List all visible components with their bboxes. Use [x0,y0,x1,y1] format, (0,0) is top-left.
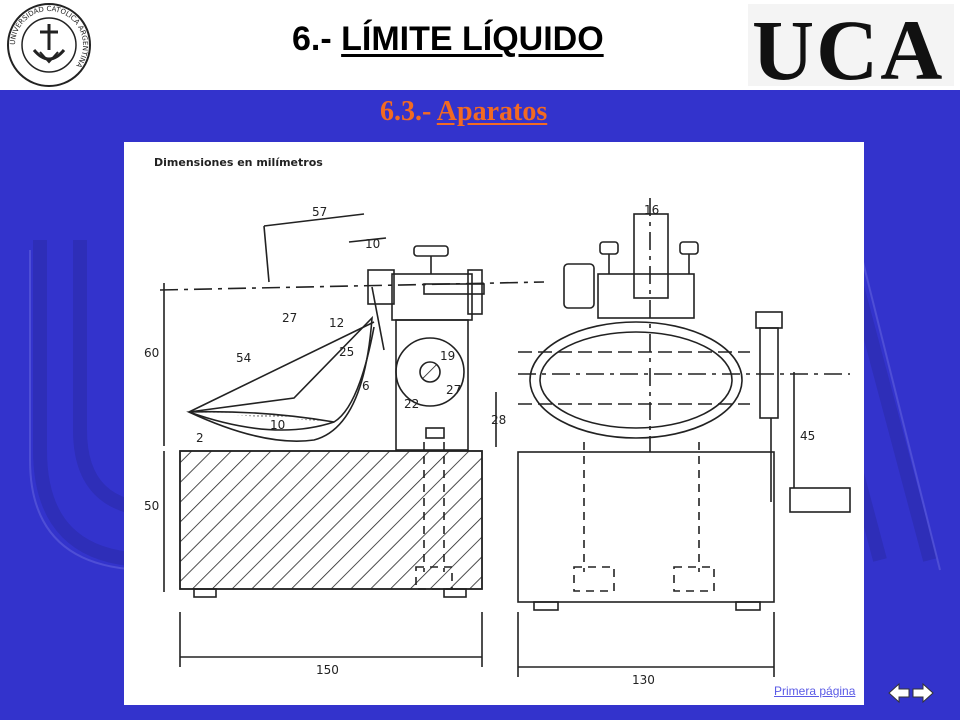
uca-logo-text: UCA [752,2,945,98]
dim-10-base: 10 [270,418,285,432]
dim-12: 12 [329,316,344,330]
university-seal-icon: UNIVERSIDAD CATOLICA ARGENTINA [7,3,91,87]
dim-130: 130 [632,673,655,687]
arrow-right-icon[interactable] [911,682,935,704]
drawing-caption: Dimensiones en milímetros [154,156,323,169]
section-subtitle: 6.3.- Aparatos [380,96,548,127]
dim-27-arc: 27 [282,311,297,325]
dim-19: 19 [440,349,455,363]
uca-logo: UCA [748,2,954,98]
dim-2: 2 [196,431,204,445]
arrow-left-icon[interactable] [887,682,911,704]
dim-16: 16 [644,203,659,217]
apparatus-drawing: Dimensiones en milímetros [124,142,864,705]
dim-6: 6 [362,379,370,393]
dim-22: 22 [404,397,419,411]
page-title: 6.- LÍMITE LÍQUIDO [292,20,604,58]
apparatus-diagram: 57 10 27 12 25 54 60 6 19 22 27 28 10 2 … [144,198,851,687]
left-base-block [179,450,483,590]
dim-57: 57 [312,205,327,219]
dim-150: 150 [316,663,339,677]
dim-25: 25 [339,345,354,359]
header-bar: UNIVERSIDAD CATOLICA ARGENTINA 6.- LÍMIT… [0,0,960,98]
dim-45: 45 [800,429,815,443]
dim-27: 27 [446,383,461,397]
dim-28: 28 [491,413,506,427]
dim-60: 60 [144,346,159,360]
dim-54: 54 [236,351,251,365]
first-page-link[interactable]: Primera página [774,684,856,698]
dim-50: 50 [144,499,159,513]
dim-10: 10 [365,237,380,251]
